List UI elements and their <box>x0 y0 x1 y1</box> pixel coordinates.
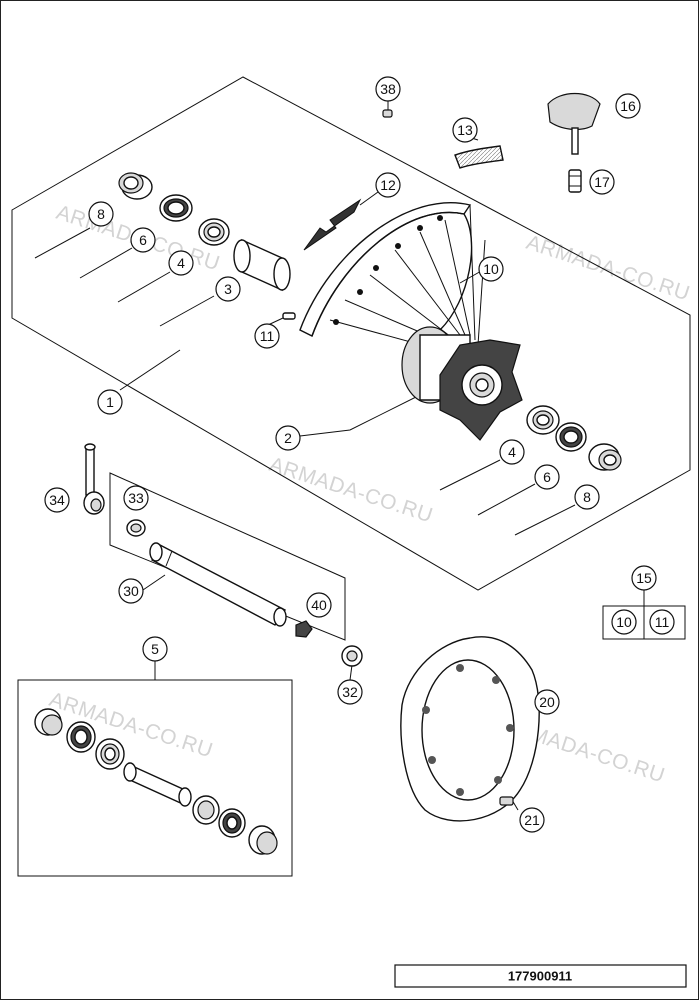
valve-cap-38 <box>382 109 393 118</box>
kit-bearing-left-1 <box>66 721 96 753</box>
reference-number: 177900911 <box>508 969 572 984</box>
svg-text:1: 1 <box>106 394 114 410</box>
bearing-kit-outline-5 <box>17 679 293 877</box>
bearing-4-bottom <box>526 405 560 435</box>
svg-text:34: 34 <box>49 492 65 508</box>
svg-text:6: 6 <box>543 469 551 485</box>
callout-15: 15 <box>631 565 657 591</box>
svg-text:30: 30 <box>123 583 139 599</box>
svg-text:4: 4 <box>508 444 516 460</box>
callout-8b: 8 <box>574 484 600 510</box>
assembly-outline-1 <box>11 76 691 591</box>
callout-4b: 4 <box>499 439 525 465</box>
seal-8-top <box>118 172 153 200</box>
rim-lock-16 <box>547 93 601 155</box>
svg-text:38: 38 <box>380 81 396 97</box>
svg-text:10: 10 <box>483 261 499 277</box>
kit-item-11: 11 <box>649 609 675 635</box>
spokes-10 <box>329 204 486 351</box>
svg-text:6: 6 <box>139 232 147 248</box>
svg-text:2: 2 <box>284 430 292 446</box>
svg-text:16: 16 <box>620 98 636 114</box>
kit-item-10: 10 <box>611 609 637 635</box>
reference-number-box: 177900911 <box>394 964 687 988</box>
rim-tape-13 <box>454 145 504 169</box>
brake-disc-20 <box>400 636 540 822</box>
callout-16: 16 <box>615 93 641 119</box>
axle-30 <box>149 542 287 627</box>
axle-kit-outline <box>109 472 346 641</box>
nut-40 <box>295 620 313 638</box>
callout-6b: 6 <box>534 464 560 490</box>
svg-text:21: 21 <box>524 812 540 828</box>
svg-text:13: 13 <box>457 122 473 138</box>
watermark: ARMADA-CO.RU <box>523 231 692 306</box>
hub <box>401 326 523 441</box>
bearing-6-top <box>159 194 193 222</box>
callout-10: 10 <box>478 256 504 282</box>
callout-1: 1 <box>97 389 123 415</box>
svg-text:15: 15 <box>636 570 652 586</box>
kit-seal-right <box>248 825 278 855</box>
callout-12: 12 <box>375 172 401 198</box>
disc-bolt-21 <box>499 796 514 806</box>
svg-text:4: 4 <box>177 255 185 271</box>
axle-clamp-34 <box>83 443 105 515</box>
kit-seal-left <box>34 708 63 736</box>
callout-17: 17 <box>589 169 615 195</box>
callout-5: 5 <box>142 636 168 662</box>
callout-6: 6 <box>130 227 156 253</box>
svg-text:40: 40 <box>311 597 327 613</box>
callout-8: 8 <box>88 201 114 227</box>
seal-8-bottom <box>588 443 622 471</box>
callout-30: 30 <box>118 578 144 604</box>
svg-text:10: 10 <box>616 614 632 630</box>
callouts: 38 16 13 17 12 8 6 4 3 10 11 1 2 4 6 8 3… <box>44 76 657 833</box>
callout-20: 20 <box>534 689 560 715</box>
callout-40: 40 <box>306 592 332 618</box>
callout-13: 13 <box>452 117 478 143</box>
svg-text:5: 5 <box>151 641 159 657</box>
spacer-3 <box>233 238 291 292</box>
kit-15-items: 10 11 <box>611 609 675 635</box>
direction-arrow-icon <box>303 198 362 251</box>
callout-33: 33 <box>123 485 149 511</box>
callout-34: 34 <box>44 487 70 513</box>
svg-text:8: 8 <box>583 489 591 505</box>
svg-text:11: 11 <box>260 328 275 344</box>
svg-text:3: 3 <box>224 281 232 297</box>
svg-text:17: 17 <box>594 174 610 190</box>
nut-33 <box>126 519 146 537</box>
svg-text:20: 20 <box>539 694 555 710</box>
callout-38: 38 <box>375 76 401 102</box>
axle-nut-32 <box>341 645 363 667</box>
spoke-nipple-11 <box>282 312 296 320</box>
kit-spacer <box>123 762 192 807</box>
callout-3: 3 <box>215 276 241 302</box>
callout-2: 2 <box>275 425 301 451</box>
svg-text:12: 12 <box>380 177 396 193</box>
kit-bearing-left-2 <box>95 738 125 770</box>
rim-2 <box>299 202 473 337</box>
svg-text:33: 33 <box>128 490 144 506</box>
callout-4: 4 <box>168 250 194 276</box>
callout-32: 32 <box>337 679 363 705</box>
bearing-6-bottom <box>555 422 587 452</box>
nut-17 <box>568 169 582 193</box>
kit-bearing-right-1 <box>192 795 220 825</box>
callout-11: 11 <box>254 323 280 349</box>
svg-text:32: 32 <box>342 684 358 700</box>
bearing-4-top <box>198 218 230 246</box>
svg-text:11: 11 <box>655 614 670 630</box>
svg-text:8: 8 <box>97 206 105 222</box>
kit-bearing-right-2 <box>218 808 246 838</box>
callout-21: 21 <box>519 807 545 833</box>
